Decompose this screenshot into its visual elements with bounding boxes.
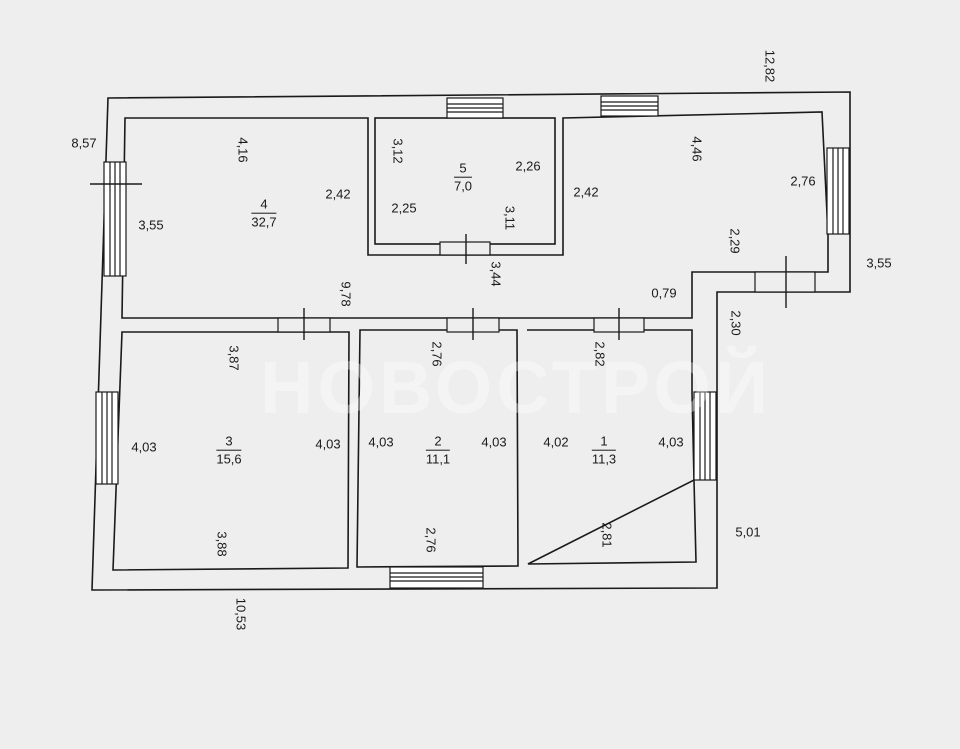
dim-room5-bottom: 3,11 xyxy=(502,205,518,231)
dim-corridor-step: 0,79 xyxy=(651,285,677,301)
dim-room2-top: 2,76 xyxy=(429,341,445,367)
dim-room4-bottom: 9,78 xyxy=(338,281,354,307)
room-3-label: 3 15,6 xyxy=(216,434,242,468)
room-3-number: 3 xyxy=(216,434,242,451)
dim-room2-left: 4,03 xyxy=(368,434,394,450)
window-right-upper xyxy=(826,147,850,235)
door-room-5 xyxy=(439,241,491,256)
dim-room5-right: 2,26 xyxy=(515,158,541,174)
door-entrance xyxy=(754,271,816,293)
dim-overall-top: 12,82 xyxy=(762,49,778,83)
dim-right-step: 3,55 xyxy=(866,255,892,271)
window-right-lower xyxy=(693,391,717,481)
dim-room2-bottom: 2,76 xyxy=(423,527,439,553)
room-2-area: 11,1 xyxy=(425,452,451,467)
room-1-area: 11,3 xyxy=(591,452,617,467)
dim-room2-right: 4,03 xyxy=(481,434,507,450)
window-bottom xyxy=(389,566,484,589)
dim-corridor-step-down: 2,30 xyxy=(728,310,744,336)
dim-room3-top: 3,87 xyxy=(226,345,242,371)
room-3-outline xyxy=(112,331,350,571)
dim-room5-left: 2,25 xyxy=(391,200,417,216)
dim-room5-left-top: 3,12 xyxy=(390,138,406,164)
dim-room1-right: 4,03 xyxy=(658,434,684,450)
room-4-label: 4 32,7 xyxy=(251,197,277,231)
window-left-lower xyxy=(95,391,119,485)
room-4-area: 32,7 xyxy=(251,215,277,230)
dim-corridor-right: 2,29 xyxy=(727,228,743,254)
dim-room4-right: 2,42 xyxy=(325,186,351,202)
room-4-number: 4 xyxy=(251,197,277,214)
dim-room1-left: 4,02 xyxy=(543,434,569,450)
window-top-left xyxy=(446,97,504,119)
dim-right-lower: 5,01 xyxy=(735,524,761,540)
dim-room3-right: 4,03 xyxy=(315,436,341,452)
dim-room3-bottom: 3,88 xyxy=(214,531,230,557)
room-5-area: 7,0 xyxy=(453,179,473,194)
upper-inner-wall xyxy=(121,111,829,319)
room-3-area: 15,6 xyxy=(216,452,242,467)
room-1-label: 1 11,3 xyxy=(591,434,617,468)
dim-corridor-top: 4,46 xyxy=(689,136,705,162)
room-5-label: 5 7,0 xyxy=(453,161,473,195)
room-2-label: 2 11,1 xyxy=(425,434,451,468)
room-5-number: 5 xyxy=(453,161,473,178)
dim-overall-left: 8,57 xyxy=(71,135,97,151)
room-1-outline xyxy=(527,329,697,565)
dim-room3-left: 4,03 xyxy=(131,439,157,455)
dim-room1-top: 2,82 xyxy=(592,341,608,367)
window-top-right xyxy=(600,95,659,117)
window-left-upper xyxy=(103,161,127,277)
dim-room1-bottom: 2,81 xyxy=(599,522,615,548)
dim-corridor-left: 2,42 xyxy=(573,184,599,200)
room-2-number: 2 xyxy=(425,434,451,451)
dim-overall-bottom: 10,53 xyxy=(233,597,249,631)
room-1-number: 1 xyxy=(591,434,617,451)
dim-corridor-window: 2,76 xyxy=(790,173,816,189)
dim-room4-left: 3,55 xyxy=(138,217,164,233)
dim-corridor-mid: 3,44 xyxy=(488,261,504,287)
dim-room4-top: 4,16 xyxy=(235,137,251,163)
outer-wall xyxy=(91,91,851,591)
